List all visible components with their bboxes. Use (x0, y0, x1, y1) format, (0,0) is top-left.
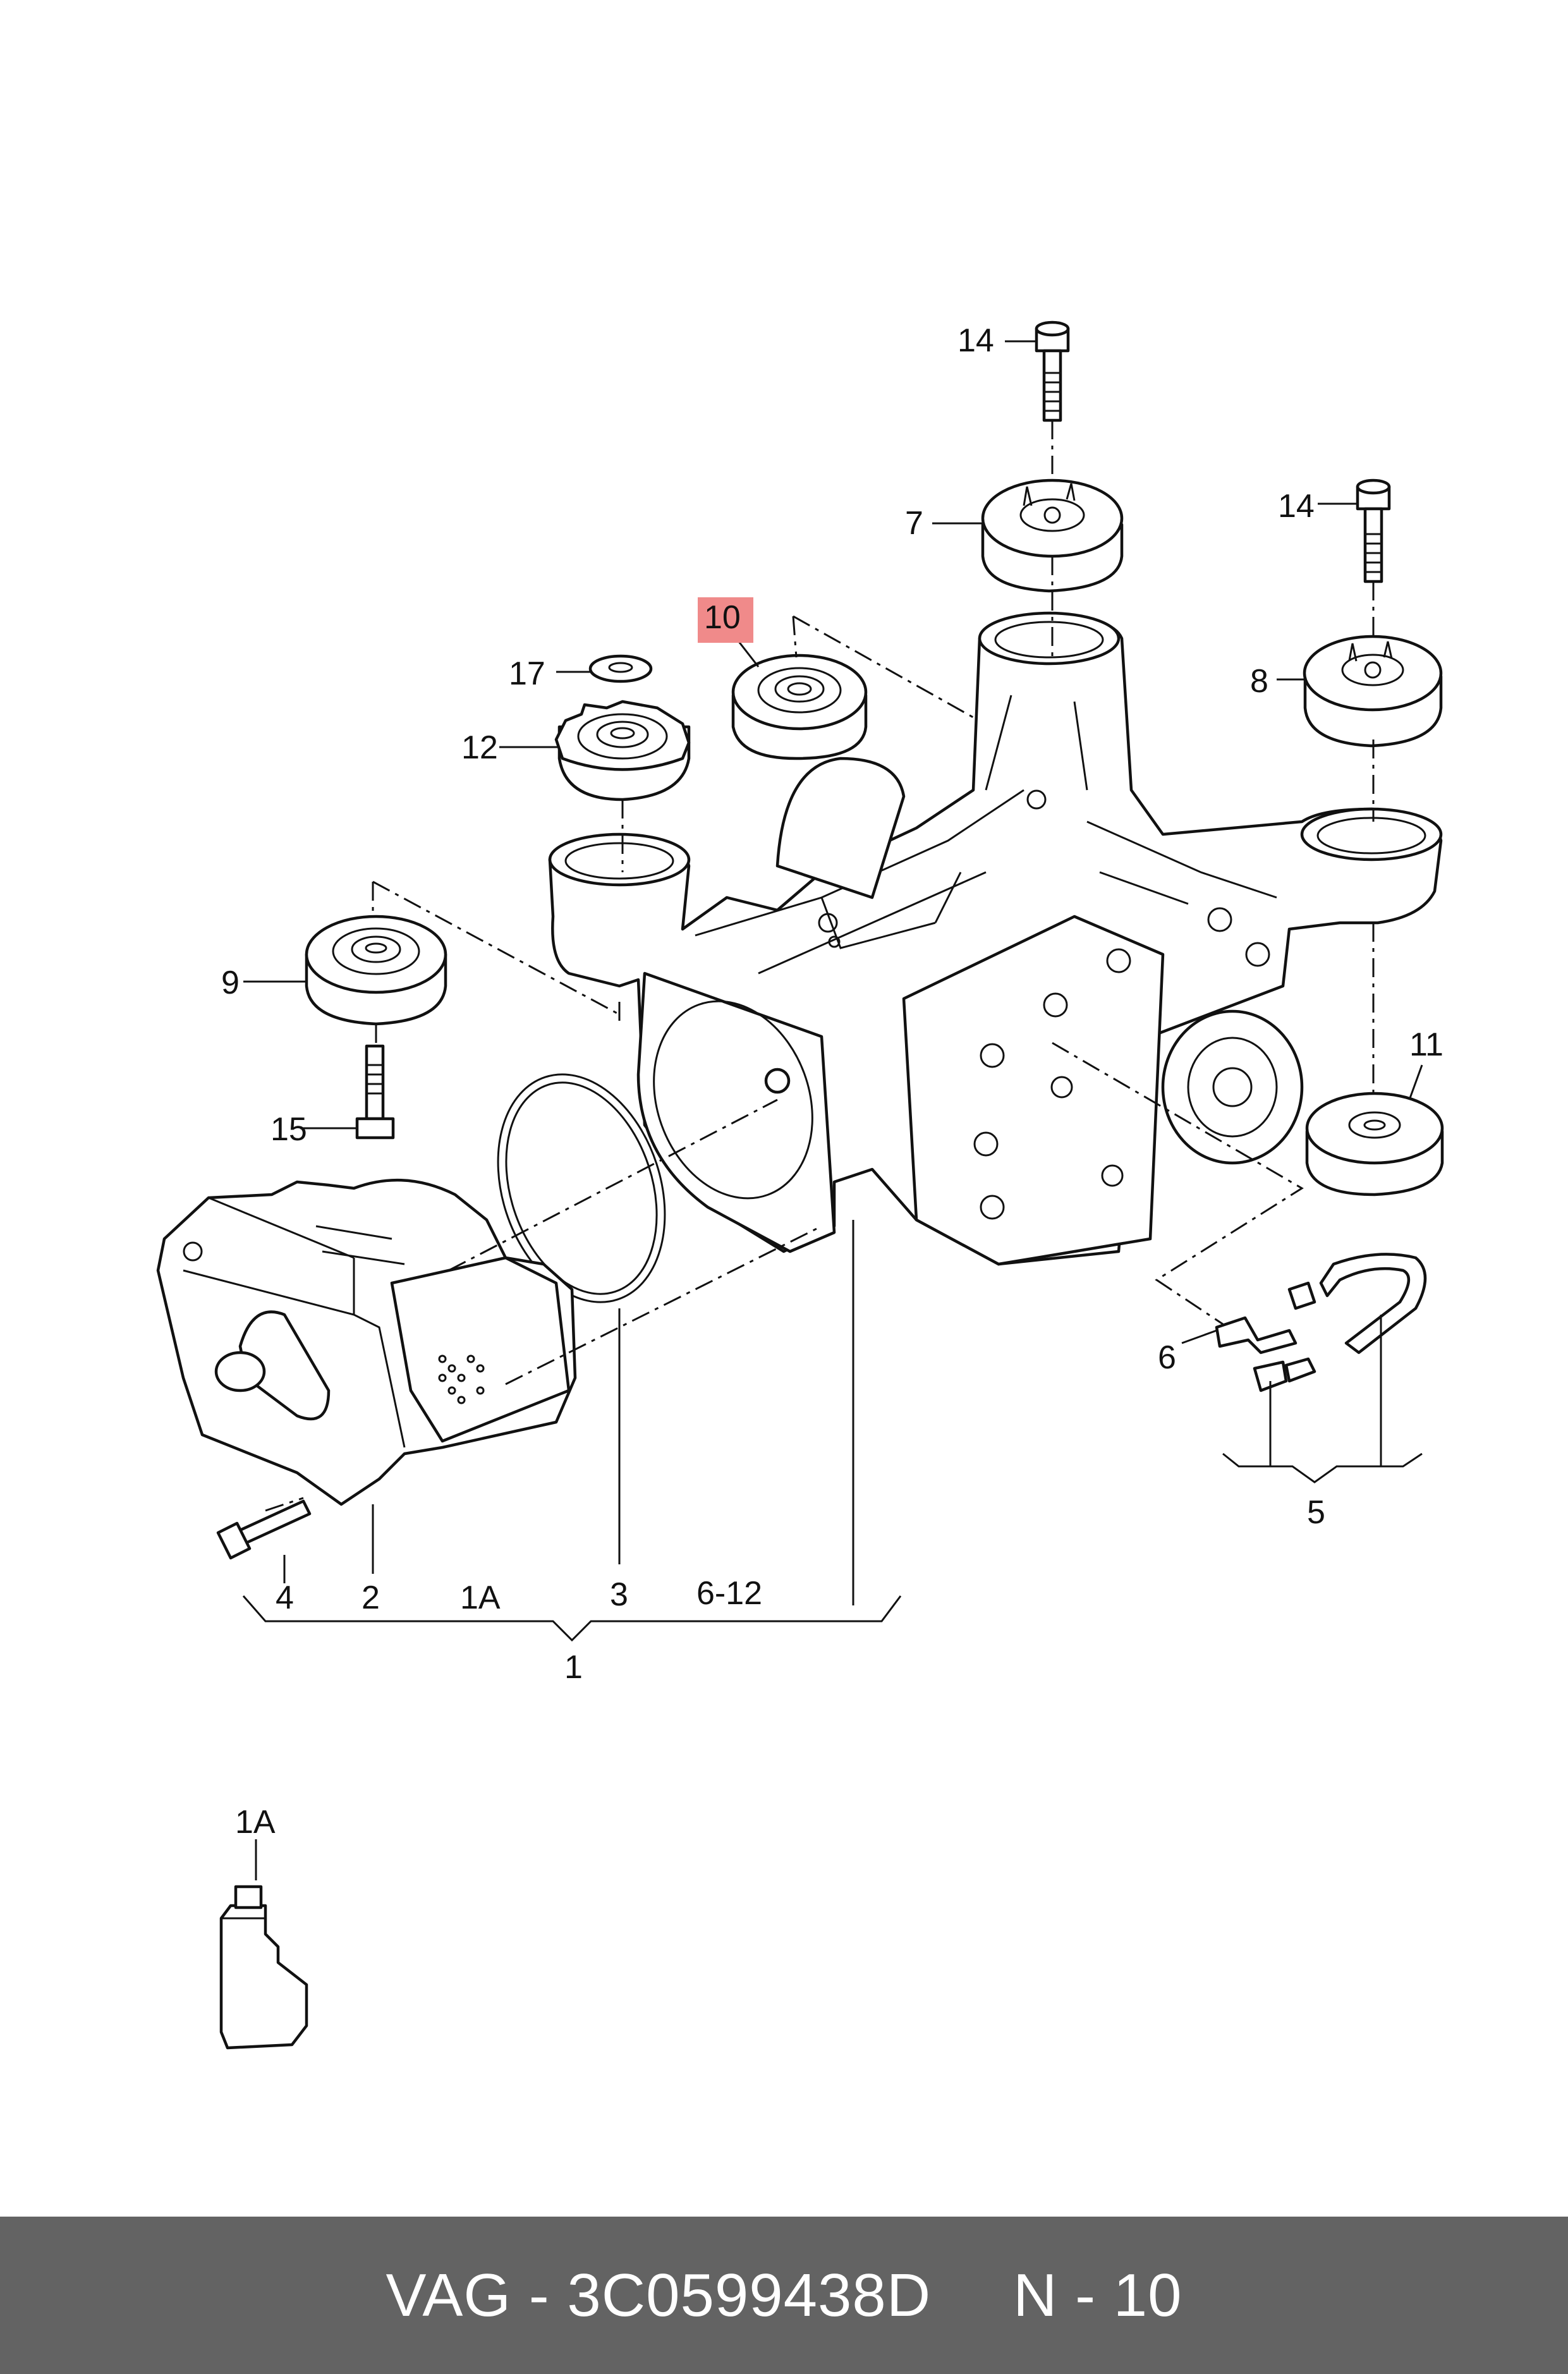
label-part-8: 8 (1250, 663, 1268, 700)
label-part-1A-bottle: 1A (235, 1804, 276, 1841)
label-part-14-right: 14 (1278, 488, 1315, 525)
bolt-part-14-right (1356, 478, 1391, 583)
label-part-14-upper: 14 (957, 322, 994, 359)
label-part-2: 2 (362, 1580, 380, 1616)
mount-part-12 (554, 700, 691, 801)
label-part-6-12: 6-12 (696, 1575, 762, 1612)
leader-lines (242, 340, 1423, 1880)
label-part-4: 4 (276, 1580, 294, 1616)
label-part-12: 12 (461, 729, 498, 766)
mount-part-9 (305, 915, 447, 1026)
bolt-part-15 (355, 1044, 395, 1140)
label-part-10: 10 (704, 599, 741, 636)
breather-part-5 (1253, 1253, 1427, 1392)
mount-part-10 (731, 654, 868, 760)
coupling-part-2 (156, 1178, 577, 1506)
label-part-7: 7 (905, 505, 923, 542)
label-part-6: 6 (1158, 1339, 1176, 1376)
label-part-1A: 1A (460, 1580, 501, 1616)
mount-part-11 (1305, 1092, 1444, 1196)
mount-part-8 (1303, 635, 1443, 748)
part-number-footer: VAG - 3C0599438D N - 10 (0, 2217, 1568, 2374)
label-part-5: 5 (1307, 1494, 1325, 1531)
highlight-box-part-10 (698, 597, 753, 643)
exploded-parts-diagram: 14 7 14 8 10 17 12 9 15 11 6 5 4 2 1A 3 … (156, 320, 1444, 2050)
label-part-15: 15 (270, 1111, 307, 1148)
diagram-reference: N - 10 (1013, 2261, 1182, 2329)
label-part-17: 17 (509, 655, 545, 692)
alignment-lines (265, 420, 1375, 1512)
part-labels: 14 7 14 8 10 17 12 9 15 11 6 5 4 2 1A 3 … (221, 322, 1443, 1841)
label-part-3: 3 (610, 1576, 628, 1613)
label-part-11: 11 (1409, 1026, 1443, 1063)
brand-part-number: VAG - 3C0599438D (386, 2261, 932, 2329)
label-part-1: 1 (564, 1649, 583, 1686)
bolt-part-14-upper (1035, 320, 1070, 422)
bolt-part-4 (216, 1499, 312, 1560)
label-part-9: 9 (221, 965, 240, 1001)
oil-bottle-part-1A (219, 1885, 308, 2050)
washer-part-17 (588, 654, 653, 683)
hose-part-6 (1215, 1281, 1316, 1354)
